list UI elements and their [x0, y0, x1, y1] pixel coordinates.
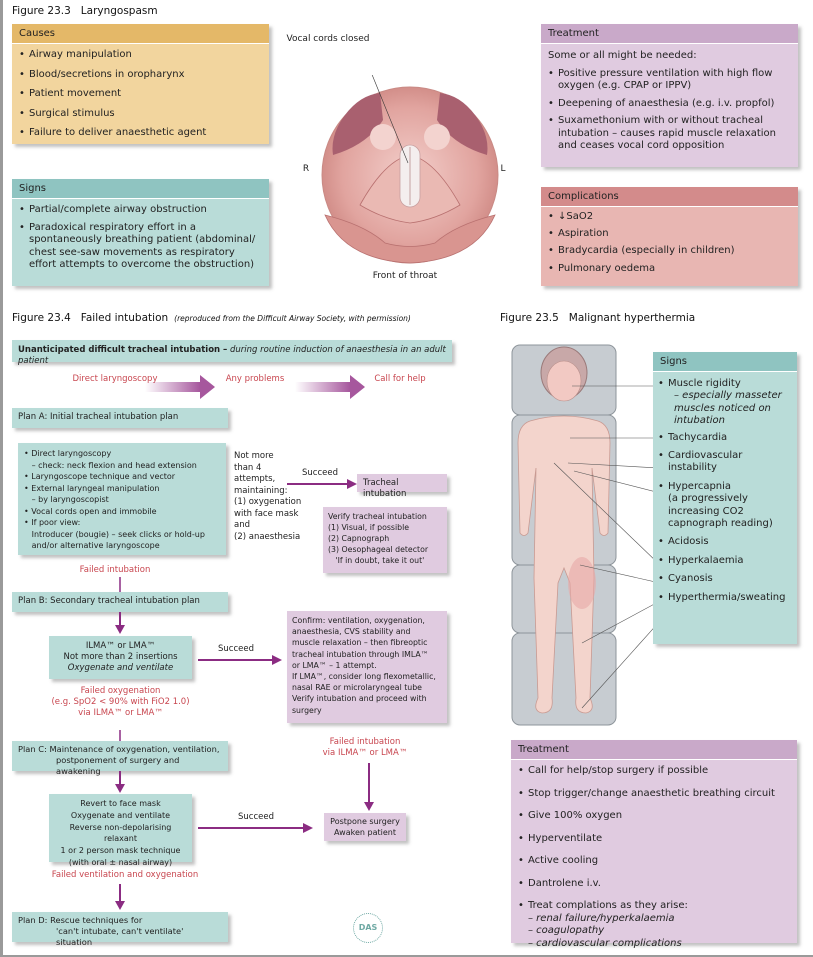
plan-d-down-arrow: [115, 884, 125, 910]
plan-a-heading: Plan A: Initial tracheal intubation plan: [12, 408, 228, 428]
mh-treatment-item: Dantrolene i.v.: [518, 878, 790, 891]
complication-item: Pulmonary oedema: [548, 263, 791, 276]
flow-arrows: [145, 375, 365, 399]
front-of-throat-caption: Front of throat: [372, 271, 438, 281]
complication-item: ↓SaO2: [548, 211, 791, 224]
flow-call-for-help: Call for help: [374, 374, 426, 384]
treatment-item: Deepening of anaesthesia (e.g. i.v. prop…: [548, 98, 791, 111]
page-border-bottom: [0, 955, 813, 957]
confirm-box: Confirm: ventilation, oxygenation,anaest…: [287, 611, 447, 723]
sign-item: Paradoxical respiratory effort in a spon…: [19, 222, 262, 272]
cause-item: Airway manipulation: [19, 49, 262, 62]
complication-item: Aspiration: [548, 228, 791, 241]
failed-oxygenation-label: Failed oxygenation(e.g. SpO2 < 90% with …: [51, 686, 190, 718]
causes-heading: Causes: [12, 24, 269, 44]
complications-panel: Complications ↓SaO2 Aspiration Bradycard…: [541, 187, 798, 286]
failed-ventilation-label: Failed ventilation and oxygenation: [51, 870, 199, 880]
flow-direct-laryngoscopy: Direct laryngoscopy: [72, 374, 158, 384]
causes-panel: Causes Airway manipulation Blood/secreti…: [12, 24, 269, 144]
unanticipated-header: Unanticipated difficult tracheal intubat…: [12, 340, 452, 366]
right-side-label: R: [302, 164, 310, 174]
mh-treatment-heading: Treatment: [511, 740, 797, 760]
connector-line: [119, 730, 121, 742]
treatment-intro: Some or all might be needed:: [548, 50, 697, 61]
plan-b-heading: Plan B: Secondary tracheal intubation pl…: [12, 592, 228, 612]
mh-sign-item: Hyperthermia/sweating: [658, 592, 793, 605]
cause-item: Surgical stimulus: [19, 108, 262, 121]
mh-treatment-item: Treat complations as they arise: – renal…: [518, 900, 790, 950]
plan-d-heading: Plan D: Rescue techniques for'can't intu…: [12, 912, 228, 947]
mh-treatment-item: Call for help/stop surgery if possible: [518, 765, 790, 778]
plan-a-box: • Direct laryngoscopy – check: neck flex…: [18, 443, 226, 555]
connector-line: [119, 577, 121, 593]
flow-any-problems: Any problems: [225, 374, 285, 384]
page-border-left: [0, 0, 3, 957]
treatment-item: Positive pressure ventilation with high …: [548, 68, 791, 93]
left-side-label: L: [500, 164, 506, 174]
verify-intubation-box: Verify tracheal intubation(1) Visual, if…: [323, 507, 447, 573]
treatment-heading: Treatment: [541, 24, 798, 44]
mh-treatment-item: Active cooling: [518, 855, 790, 868]
plan-b-down-arrow: [115, 612, 125, 634]
patient-body-illustration: [511, 344, 658, 726]
sign-item: Partial/complete airway obstruction: [19, 204, 262, 217]
mh-sign-item: Hyperkalaemia: [658, 555, 793, 568]
complication-item: Bradycardia (especially in children): [548, 245, 791, 258]
mh-sign-item: Tachycardia: [658, 432, 793, 445]
mh-sign-item: Cyanosis: [658, 573, 793, 586]
mh-treatment-panel: Treatment Call for help/stop surgery if …: [511, 740, 797, 949]
cause-item: Failure to deliver anaesthetic agent: [19, 127, 262, 140]
mh-sign-item: Cardiovascular instability: [658, 450, 793, 475]
complications-heading: Complications: [541, 187, 798, 207]
mh-treatment-item: Give 100% oxygen: [518, 810, 790, 823]
mh-signs-heading: Signs: [653, 352, 797, 372]
plan-c-heading: Plan C: Maintenance of oxygenation, vent…: [12, 741, 228, 776]
tracheal-intubation-box: Tracheal intubation: [357, 474, 447, 499]
plan-c-down-arrow: [115, 771, 125, 793]
das-logo: DAS: [353, 913, 383, 943]
plan-b-succeed-label: Succeed: [218, 644, 254, 654]
cause-item: Blood/secretions in oropharynx: [19, 69, 262, 82]
flow-arrow-2: [295, 375, 365, 399]
vocal-cords-label: Vocal cords closed: [286, 34, 370, 44]
flow-arrow-1: [145, 375, 215, 399]
mh-treatment-item: Hyperventilate: [518, 833, 790, 846]
plan-c-succeed-arrow: [198, 823, 313, 833]
mh-treatment-item: Stop trigger/change anaesthetic breathin…: [518, 788, 790, 801]
failed-intubation-label: Failed intubation: [79, 565, 151, 575]
signs-heading: Signs: [12, 179, 269, 199]
mh-sign-item: Muscle rigidity– especially masseter mus…: [658, 378, 793, 428]
plan-c-right-down-arrow: [364, 763, 374, 811]
plan-a-succeed-arrow: [287, 479, 357, 489]
plan-a-succeed-label: Succeed: [302, 468, 338, 478]
mh-sign-item: Hypercapnia(a progressively increasing C…: [658, 481, 793, 531]
mh-signs-panel: Signs Muscle rigidity– especially masset…: [653, 352, 797, 644]
mh-sign-item: Acidosis: [658, 536, 793, 549]
laryngospasm-treatment-panel: Treatment Some or all might be needed: P…: [541, 24, 798, 167]
cause-item: Patient movement: [19, 88, 262, 101]
plan-c-succeed-label: Succeed: [238, 812, 274, 822]
laryngospasm-signs-panel: Signs Partial/complete airway obstructio…: [12, 179, 269, 286]
plan-b-succeed-arrow: [198, 655, 282, 665]
larynx-illustration: [321, 75, 499, 264]
treatment-item: Suxamethonium with or without tracheal i…: [548, 115, 791, 153]
